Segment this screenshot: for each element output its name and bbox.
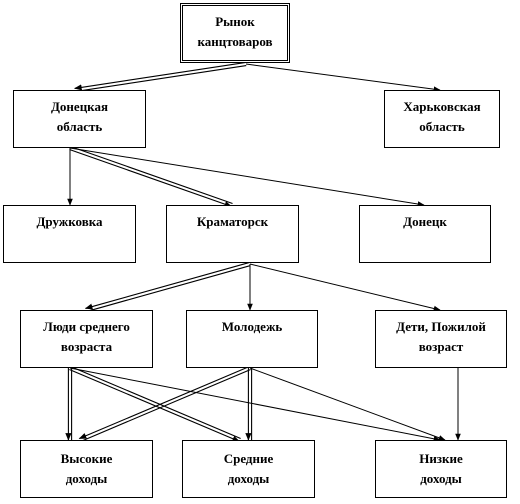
edge-donetsk_region-to-donetsk_city <box>69 147 425 207</box>
node-youth-label: Молодежь <box>221 319 283 334</box>
node-middle-income: Средние доходы <box>182 440 315 498</box>
edge-donetsk_region-to-kramatorsk <box>69 145 233 208</box>
node-root-label: Рынок канцтоваров <box>197 14 273 49</box>
edge-middle_aged-to-middle_income <box>69 366 241 442</box>
node-middle-aged-label: Люди среднего возраста <box>43 319 130 354</box>
node-donetsk-region-label: Донецкая область <box>50 99 109 134</box>
node-youth: Молодежь <box>186 310 318 368</box>
node-donetsk-region: Донецкая область <box>13 90 146 148</box>
node-middle-aged: Люди среднего возраста <box>20 310 153 368</box>
node-low-income: Низкие доходы <box>375 440 507 498</box>
node-donetsk-city: Донецк <box>359 205 491 263</box>
node-children-elderly-label: Дети, Пожилой возраст <box>396 319 486 354</box>
edge-youth-to-high_income <box>78 366 251 442</box>
node-kramatorsk-label: Краматорск <box>196 214 269 229</box>
edge-kramatorsk-to-middle_aged <box>84 261 251 313</box>
edge-youth-to-middle_income <box>245 368 253 441</box>
node-donetsk-city-label: Донецк <box>403 214 447 229</box>
node-kharkiv-region: Харьковская область <box>384 90 500 148</box>
node-druzhkovka: Дружковка <box>3 205 136 263</box>
node-middle-income-label: Средние доходы <box>223 451 274 486</box>
node-druzhkovka-label: Дружковка <box>36 214 103 229</box>
edge-root-to-kharkiv_region <box>245 63 441 92</box>
node-high-income: Высокие доходы <box>20 440 153 498</box>
edge-middle_aged-to-low_income <box>69 367 441 442</box>
edge-youth-to-low_income <box>249 367 446 441</box>
node-high-income-label: Высокие доходы <box>60 451 113 486</box>
node-low-income-label: Низкие доходы <box>419 451 463 486</box>
node-children-elderly: Дети, Пожилой возраст <box>375 310 507 368</box>
edge-kramatorsk-to-children <box>249 263 441 312</box>
node-kharkiv-region-label: Харьковская область <box>403 99 481 134</box>
edge-root-to-donetsk_region <box>73 61 247 93</box>
node-root: Рынок канцтоваров <box>180 3 290 63</box>
node-kramatorsk: Краматорск <box>166 205 299 263</box>
edge-middle_aged-to-high_income <box>65 368 73 441</box>
